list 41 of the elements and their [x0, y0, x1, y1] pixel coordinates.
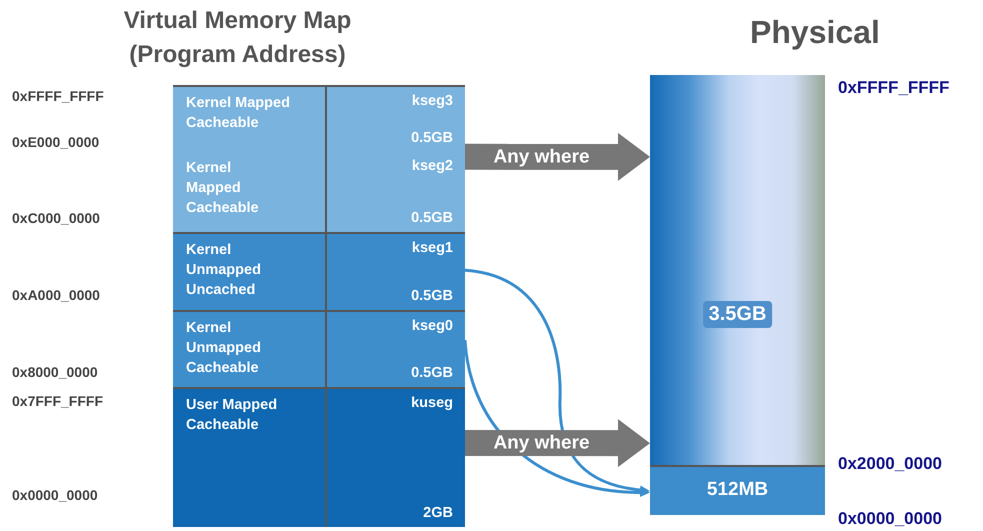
address-label: 0x8000_0000 — [12, 364, 98, 380]
segment-description: Kernel Mapped Cacheable — [186, 159, 260, 218]
address-label: 0xFFFF_FFFF — [838, 78, 950, 98]
memory-segment — [173, 85, 465, 152]
region-size: 3.5GB — [702, 301, 772, 328]
address-label: 0xE000_0000 — [12, 134, 100, 150]
edge-label: Any where — [493, 434, 590, 453]
segment-description: Kernel Mapped Cacheable — [186, 94, 291, 133]
address-label: 0xA000_0000 — [12, 287, 100, 303]
diagram-heading: Virtual Memory Map (Program Address) — [122, 6, 352, 70]
segment-name: kseg3 — [412, 93, 453, 109]
memory-segment — [173, 310, 465, 387]
column-heading: Physical — [750, 14, 880, 51]
region-size: 512MB — [706, 478, 770, 502]
edge-label: Any where — [493, 147, 590, 166]
segment-name: kseg0 — [412, 318, 453, 334]
segment-size: 0.5GB — [411, 210, 453, 226]
physical-memory-region — [650, 75, 825, 465]
memory-segment — [173, 387, 465, 527]
address-label: 0x0000_0000 — [12, 487, 98, 503]
segment-size: 0.5GB — [411, 130, 453, 146]
segment-name: kseg2 — [412, 158, 453, 174]
segment-description: Kernel Unmapped Uncached — [186, 241, 262, 300]
mapping-arrow — [464, 268, 650, 494]
address-label: 0xFFFF_FFFF — [12, 88, 104, 104]
address-label: 0x0000_0000 — [838, 509, 942, 529]
segment-size: 2GB — [423, 505, 453, 521]
address-label: 0x7FFF_FFFF — [12, 393, 104, 409]
memory-segment — [173, 152, 465, 232]
segment-name: kuseg — [411, 395, 453, 411]
segment-size: 0.5GB — [411, 365, 453, 381]
block-arrow — [465, 419, 650, 468]
address-label: 0x2000_0000 — [838, 454, 942, 474]
block-arrow — [465, 132, 650, 181]
segment-description: Kernel Unmapped Cacheable — [186, 319, 262, 378]
memory-segment — [173, 232, 465, 310]
address-label: 0xC000_0000 — [12, 210, 100, 226]
segment-size: 0.5GB — [411, 288, 453, 304]
segment-name: kseg1 — [412, 240, 453, 256]
physical-memory-region — [650, 465, 825, 515]
segment-description: User Mapped Cacheable — [186, 396, 278, 435]
